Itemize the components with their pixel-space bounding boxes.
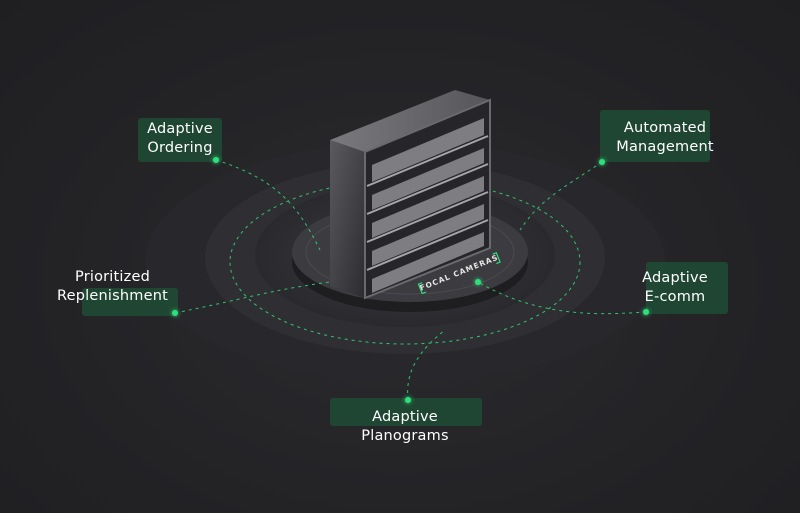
cabinet-top <box>330 90 490 152</box>
shelf-products <box>372 118 484 293</box>
shelf-cabinet <box>330 90 491 300</box>
feature-line: Adaptive <box>642 270 708 286</box>
feature-line: Adaptive <box>372 409 438 425</box>
dot-management <box>599 159 605 165</box>
card-ordering <box>138 118 222 162</box>
bracket-right <box>492 251 501 265</box>
connector-dots <box>172 157 649 403</box>
card-ecomm <box>646 262 728 314</box>
connector-management <box>519 161 603 231</box>
dot-planograms <box>405 397 411 403</box>
feature-prioritized-replenishment: Prioritized Replenishment <box>40 268 185 306</box>
card-replenishment <box>82 288 178 316</box>
feature-automated-management: Automated Management <box>590 119 740 157</box>
feature-line: Prioritized <box>75 269 150 285</box>
feature-line: Ordering <box>147 140 213 156</box>
connector-planograms <box>407 329 446 401</box>
dot-ecomm <box>643 309 649 315</box>
dot-center <box>475 279 481 285</box>
feature-adaptive-planograms: Adaptive Planograms <box>330 408 480 446</box>
cabinet-shelves <box>366 135 489 271</box>
feature-line: E-comm <box>644 289 706 305</box>
cabinet-side <box>330 140 365 298</box>
connector-ecomm <box>477 281 647 315</box>
feature-line: Automated <box>623 120 707 136</box>
dot-ordering <box>213 157 219 163</box>
connector-ordering <box>215 159 321 251</box>
feature-adaptive-ecomm: Adaptive E-comm <box>625 269 725 307</box>
feature-cards <box>82 110 728 426</box>
feature-line: Adaptive <box>147 121 213 137</box>
feature-line: Management <box>616 139 714 155</box>
feature-line: Planograms <box>361 428 449 444</box>
dot-replenishment <box>172 310 178 316</box>
card-planograms <box>330 398 482 426</box>
bracket-left <box>417 282 427 295</box>
feature-adaptive-ordering: Adaptive Ordering <box>120 120 240 158</box>
connector-replenishment <box>174 281 331 314</box>
feature-line: Replenishment <box>57 288 168 304</box>
card-management <box>600 110 710 162</box>
